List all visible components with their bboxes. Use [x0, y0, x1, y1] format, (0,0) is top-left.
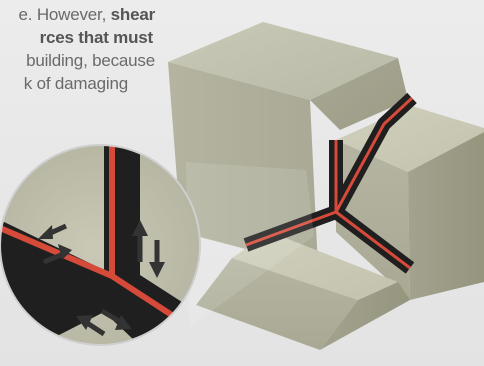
caption-line-2-bold: rces that must — [40, 28, 153, 47]
caption-text: e. However, shear rces that must buildin… — [0, 3, 164, 95]
caption-line-1: e. However, shear — [0, 3, 155, 26]
caption-line-1-text: e. However, — [19, 5, 111, 24]
caption-line-1-bold: shear — [111, 5, 155, 24]
caption-line-3: building, because — [0, 49, 155, 72]
caption-line-2: rces that must — [0, 26, 153, 49]
caption-line-4: k of damaging — [0, 72, 128, 95]
